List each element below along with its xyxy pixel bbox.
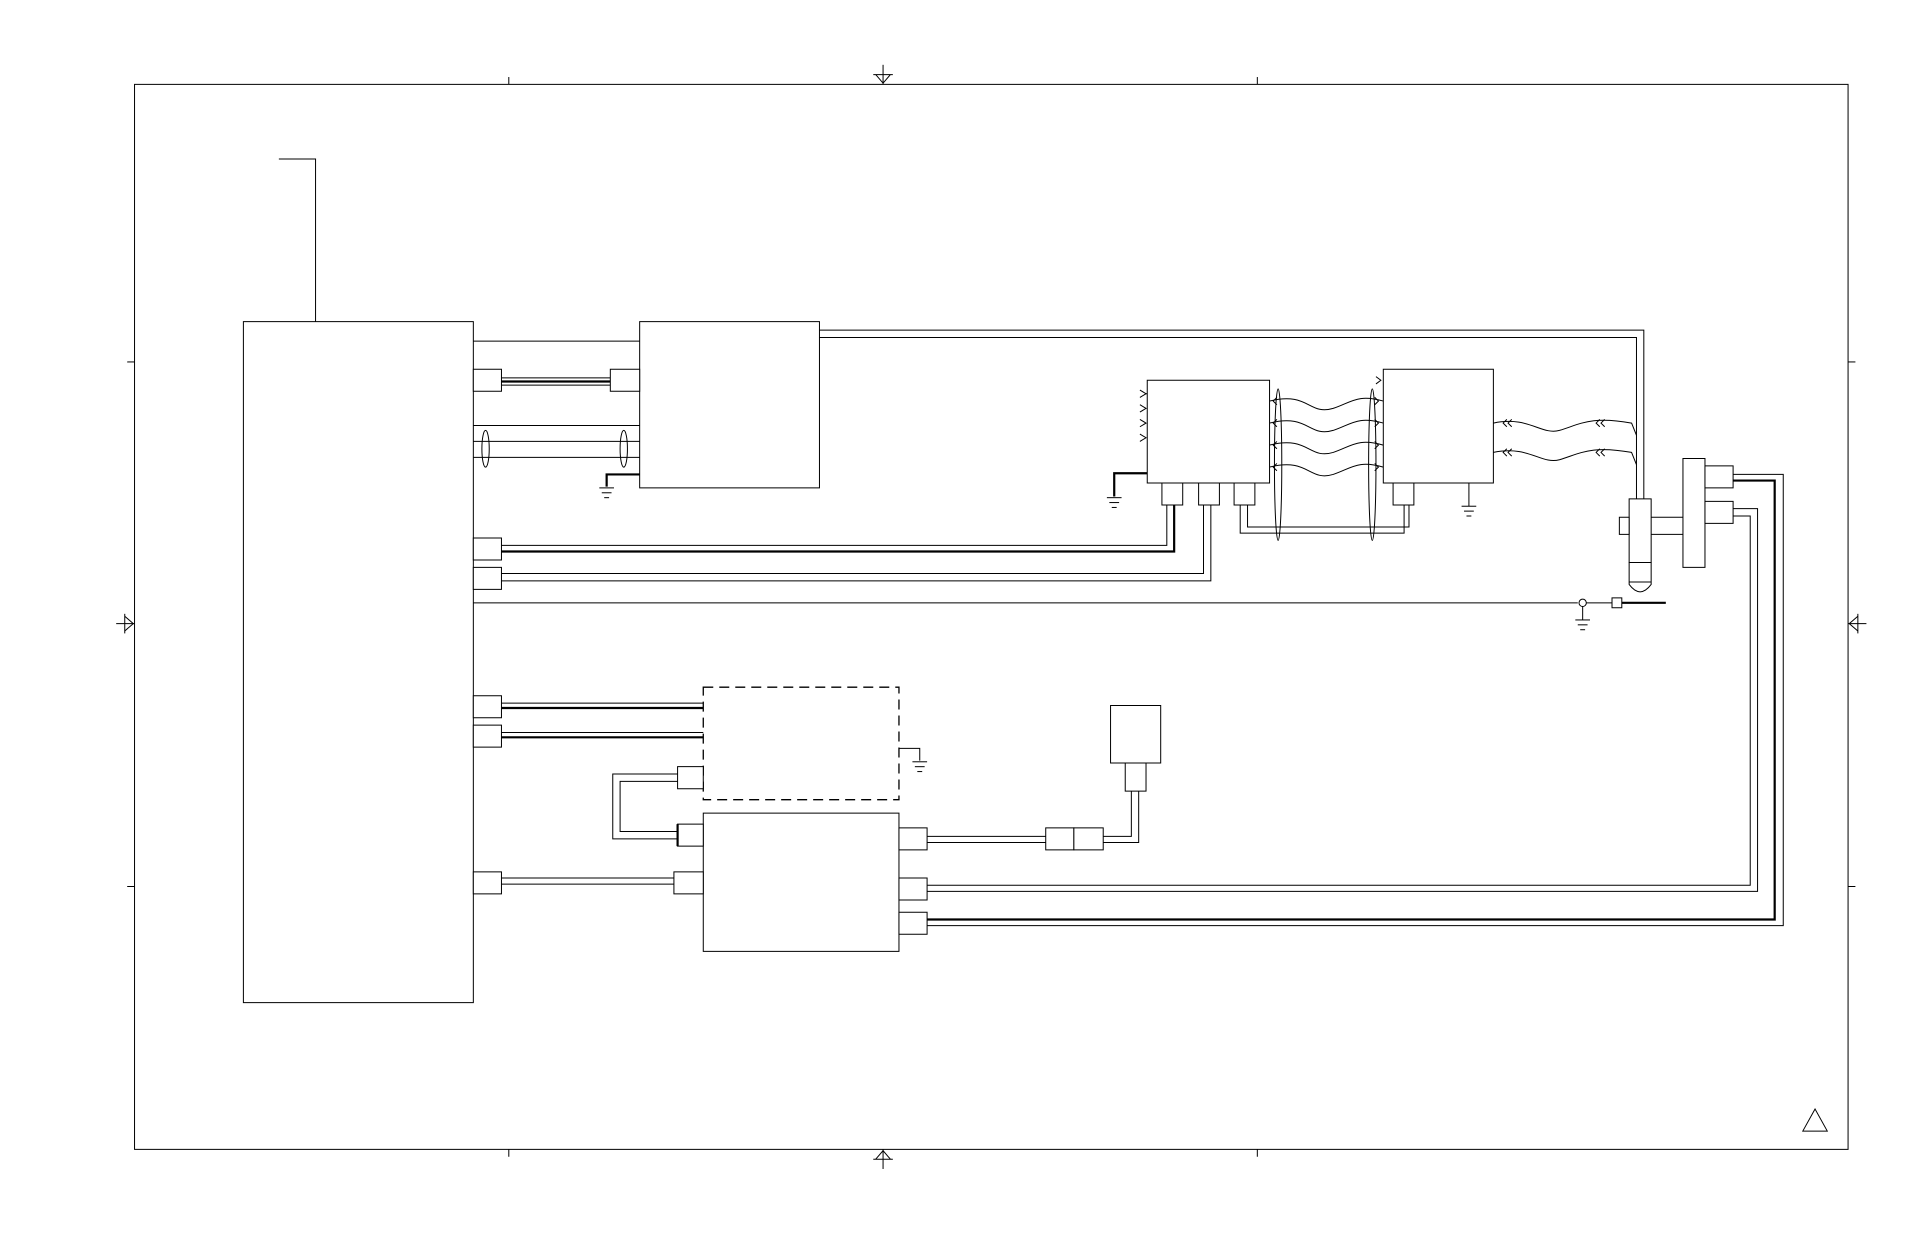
main-unit-connectors [473, 369, 501, 894]
harness-optional-to-lower-module [613, 774, 678, 839]
harness-main-to-module-a [501, 505, 1210, 581]
harness-upper-module-to-right [819, 330, 1643, 501]
centering-arrow-icon [116, 614, 134, 634]
drawing-frame [127, 77, 1855, 1157]
centering-arrow-icon [873, 65, 893, 85]
ground-wire-main-to-right [473, 598, 1666, 620]
ground-symbol-icon [1107, 498, 1122, 508]
harness-main-to-optional-module [501, 703, 703, 737]
right-connector-assembly [1619, 459, 1733, 592]
twisted-pair-harness-a-b [1240, 389, 1409, 541]
ground-symbol-icon [1575, 620, 1590, 630]
main-control-unit [243, 159, 473, 1003]
twisted-pair-harness-b-right [1493, 419, 1636, 464]
harness-lower-module-to-right [927, 474, 1783, 925]
centering-arrow-icon [1848, 614, 1866, 634]
optional-module-dashed [678, 687, 920, 799]
sensor-unit [927, 706, 1161, 850]
centering-arrow-icon [873, 1149, 893, 1169]
lower-module [674, 813, 927, 951]
harness-main-to-lower-module [501, 878, 673, 884]
upper-module [610, 322, 819, 488]
ground-symbol-icon [912, 762, 927, 772]
harness-main-to-upper-module [473, 341, 639, 487]
ground-symbol-icon [1462, 506, 1477, 516]
ground-symbol-icon [599, 488, 614, 498]
revision-triangle-icon [1803, 1109, 1827, 1131]
module-a [1114, 380, 1269, 505]
module-b [1376, 369, 1493, 506]
